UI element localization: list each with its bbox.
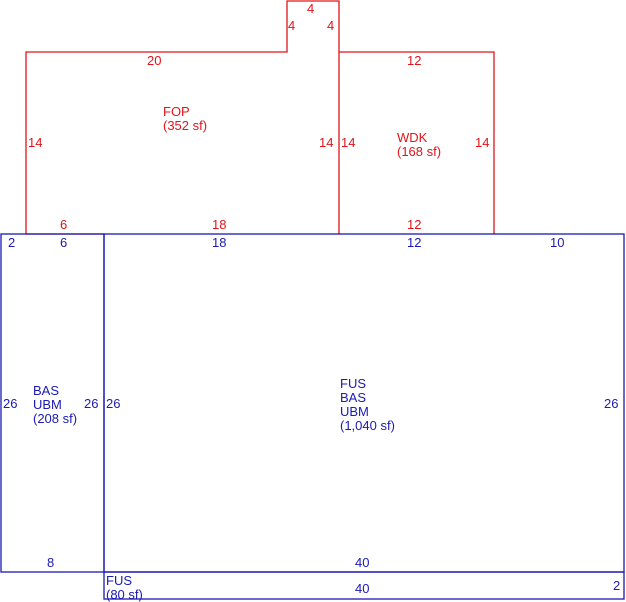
dim-bump-left: 4	[288, 18, 295, 33]
dim-bas-top-b: 6	[60, 235, 67, 250]
dim-fop-right: 14	[319, 135, 333, 150]
dim-wdk-left: 14	[341, 135, 355, 150]
bas-left-line2: UBM	[33, 397, 62, 412]
main-line2: BAS	[340, 390, 366, 405]
dim-bas-right: 26	[84, 396, 98, 411]
dim-main-left: 26	[106, 396, 120, 411]
fus-strip-outline	[103, 571, 625, 600]
bas-left-line1: BAS	[33, 383, 59, 398]
dim-strip-right: 2	[613, 578, 620, 593]
bas-left-area: (208 sf)	[33, 411, 77, 426]
dim-bas-bottom: 8	[47, 555, 54, 570]
fus-strip-code: FUS	[106, 573, 132, 588]
dim-fop-bottom-b: 18	[212, 217, 226, 232]
dim-main-top-a: 18	[212, 235, 226, 250]
dim-bas-left: 26	[3, 396, 17, 411]
dim-bas-top-a: 2	[8, 235, 15, 250]
dim-main-right: 26	[604, 396, 618, 411]
dim-wdk-bottom: 12	[407, 217, 421, 232]
dim-main-top-c: 10	[550, 235, 564, 250]
dim-wdk-right: 14	[475, 135, 489, 150]
fop-outline	[25, 0, 340, 234]
fus-strip-area: (80 sf)	[106, 587, 143, 602]
dim-main-top-b: 12	[407, 235, 421, 250]
fop-code: FOP	[163, 104, 190, 119]
dim-wdk-top: 12	[407, 53, 421, 68]
wdk-code: WDK	[397, 130, 428, 145]
dim-fop-left: 14	[28, 135, 42, 150]
dim-fop-bottom-a: 6	[60, 217, 67, 232]
wdk-outline	[339, 51, 495, 234]
dim-bump-top: 4	[307, 1, 314, 16]
main-area: (1,040 sf)	[340, 418, 395, 433]
dim-strip-bottom: 40	[355, 581, 369, 596]
main-line1: FUS	[340, 376, 366, 391]
dim-bump-right: 4	[327, 18, 334, 33]
fop-area: (352 sf)	[163, 118, 207, 133]
wdk-area: (168 sf)	[397, 144, 441, 159]
dim-main-bottom: 40	[355, 555, 369, 570]
main-line3: UBM	[340, 404, 369, 419]
dim-fop-top: 20	[147, 53, 161, 68]
